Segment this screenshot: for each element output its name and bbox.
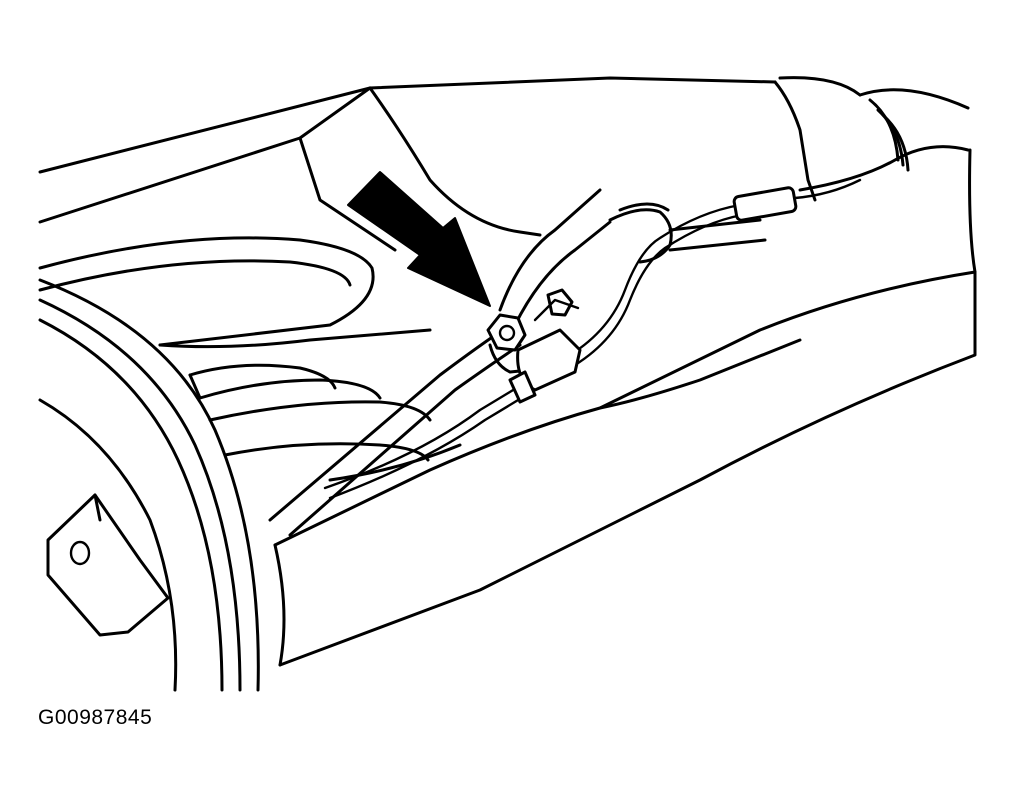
brake-drum	[38, 278, 260, 692]
mounting-bracket	[46, 493, 170, 637]
body-panel	[38, 76, 862, 252]
figure-id-label: G00987845	[38, 706, 153, 729]
brake-line	[323, 178, 862, 500]
retaining-bolt	[486, 288, 582, 404]
cross-member	[38, 236, 432, 349]
muffler	[188, 363, 462, 482]
arrow-icon	[347, 171, 491, 307]
frame-rail	[273, 88, 977, 667]
